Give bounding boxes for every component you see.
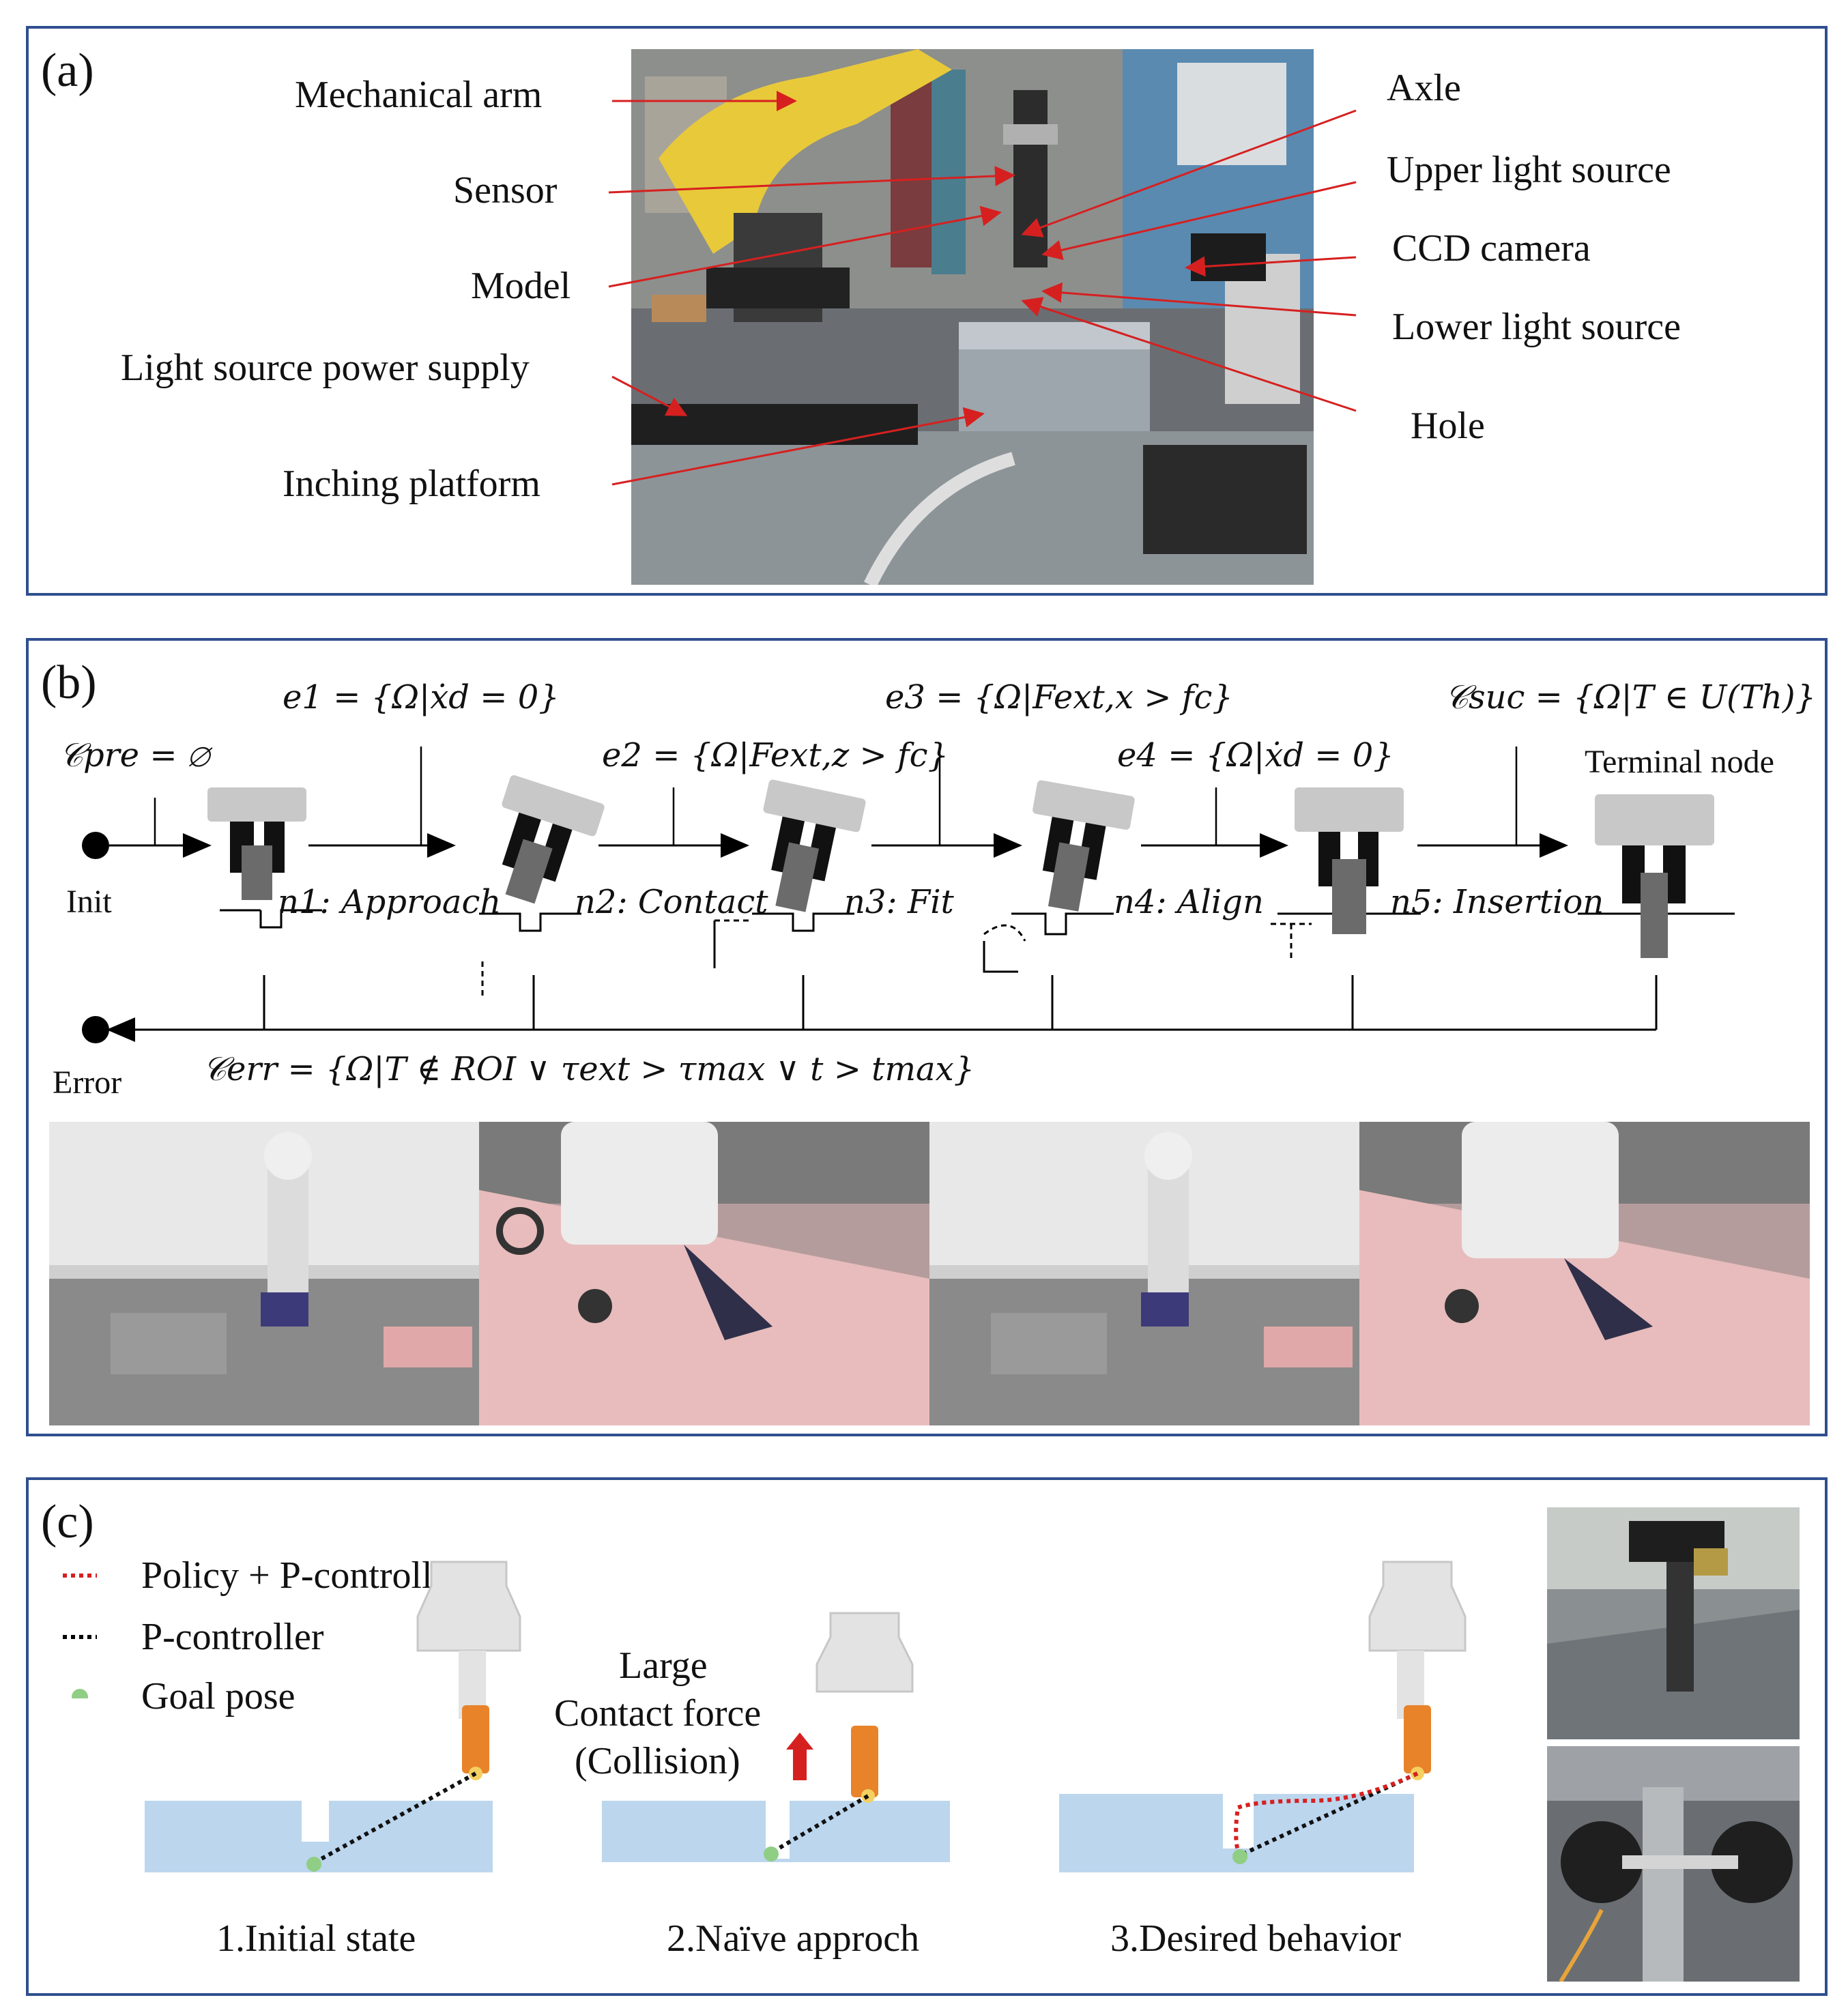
photo-gripper-closeup-1 bbox=[479, 1122, 929, 1425]
peg-insertion-scenes bbox=[145, 1561, 1467, 1872]
gripper-n3 bbox=[763, 779, 866, 912]
label-e3: e3 = {Ω|Fext,x > fc} bbox=[885, 678, 1233, 716]
legend-goal-label: Goal pose bbox=[141, 1675, 295, 1717]
gripper-n2 bbox=[502, 775, 605, 904]
legend-marks bbox=[63, 1574, 97, 1698]
panel-b-label: (b) bbox=[41, 656, 97, 709]
legend-pcontroller-label: P-controller bbox=[141, 1616, 324, 1658]
label-n3: n3: Fit bbox=[844, 883, 954, 921]
panel-a: (a) bbox=[26, 26, 1828, 596]
behavior-tree-diagram bbox=[82, 746, 1735, 1043]
label-c-suc: 𝒞suc = {Ω|T ∈ U(Th)} bbox=[1445, 678, 1817, 716]
caption-naive-approach: 2.Naïve approch bbox=[667, 1917, 920, 1960]
label-mechanical-arm: Mechanical arm bbox=[295, 74, 543, 116]
label-init: Init bbox=[66, 884, 112, 920]
panel-c-label: (c) bbox=[41, 1496, 94, 1548]
label-inching-platform: Inching platform bbox=[283, 463, 540, 505]
label-c-err: 𝒞err = {Ω|T ∉ ROI ∨ τext > τmax ∨ t > tm… bbox=[203, 1050, 975, 1088]
label-error: Error bbox=[53, 1064, 122, 1101]
label-n5: n5: Insertion bbox=[1390, 883, 1604, 921]
legend-policy-label: Policy + P-controller bbox=[141, 1554, 463, 1597]
error-node bbox=[82, 1016, 109, 1043]
panel-c: (c) Policy + P-controller P-controller G… bbox=[26, 1477, 1828, 1996]
photo-lab-robot-1 bbox=[49, 1122, 479, 1425]
label-model: Model bbox=[471, 265, 571, 307]
label-sensor: Sensor bbox=[453, 169, 558, 212]
note-contact-force: Contact force bbox=[554, 1692, 762, 1735]
photo-peg-side bbox=[1547, 1746, 1800, 1982]
lab-setup-photo bbox=[631, 49, 1314, 585]
gripper-n4 bbox=[1033, 780, 1135, 912]
label-c-pre: 𝒞pre = ∅ bbox=[59, 736, 210, 774]
label-ccd-camera: CCD camera bbox=[1392, 227, 1591, 270]
init-node bbox=[82, 832, 109, 859]
note-large: Large bbox=[619, 1644, 708, 1687]
note-collision: (Collision) bbox=[575, 1740, 740, 1782]
panel-a-pointer-lines bbox=[608, 91, 1357, 486]
label-axle: Axle bbox=[1387, 67, 1461, 109]
label-lower-light-source: Lower light source bbox=[1392, 306, 1681, 348]
legend-goal-mark bbox=[72, 1689, 88, 1698]
photo-lab-robot-2 bbox=[929, 1122, 1359, 1425]
collision-arrow bbox=[786, 1733, 813, 1780]
scene-desired-behavior bbox=[1059, 1561, 1467, 1872]
label-hole: Hole bbox=[1411, 405, 1485, 447]
photo-gripper-closeup-2 bbox=[1359, 1122, 1810, 1425]
label-e4: e4 = {Ω|ẋd = 0} bbox=[1117, 736, 1394, 774]
label-terminal-node: Terminal node bbox=[1585, 744, 1774, 780]
panel-b: (b) bbox=[26, 638, 1828, 1436]
label-n2: n2: Contact bbox=[575, 883, 768, 921]
scene-initial-state bbox=[145, 1561, 521, 1872]
label-light-source-power-supply: Light source power supply bbox=[121, 347, 530, 389]
label-e1: e1 = {Ω|ẋd = 0} bbox=[283, 678, 560, 716]
label-n4: n4: Align bbox=[1114, 883, 1264, 921]
caption-desired-behavior: 3.Desired behavior bbox=[1110, 1917, 1402, 1960]
photo-peg-top bbox=[1547, 1507, 1800, 1739]
scene-naive-approach bbox=[602, 1612, 950, 1862]
panel-a-label: (a) bbox=[41, 44, 94, 97]
gripper-n5 bbox=[1277, 787, 1421, 934]
gripper-n1 bbox=[207, 787, 322, 929]
label-n1: n1: Approach bbox=[278, 883, 502, 921]
label-upper-light-source: Upper light source bbox=[1387, 149, 1671, 191]
caption-initial-state: 1.Initial state bbox=[216, 1917, 416, 1960]
label-e2: e2 = {Ω|Fext,z > fc} bbox=[602, 736, 949, 774]
gripper-terminal bbox=[1578, 794, 1735, 958]
